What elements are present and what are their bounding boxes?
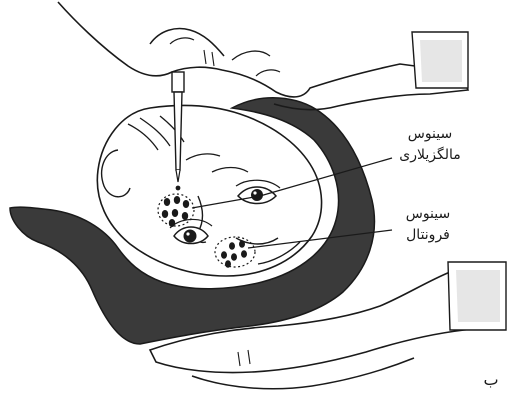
label-maxillary-sinus-line2: مالگزیلاری — [398, 147, 462, 164]
panel-letter: ب — [483, 370, 499, 390]
label-maxillary-sinus-line1: سینوس — [398, 126, 462, 143]
label-frontal-sinus-line2: فرونتال — [398, 227, 458, 244]
upper-hand — [58, 2, 468, 110]
label-frontal-sinus-line1: سینوس — [398, 206, 458, 223]
face-outline — [97, 106, 321, 276]
